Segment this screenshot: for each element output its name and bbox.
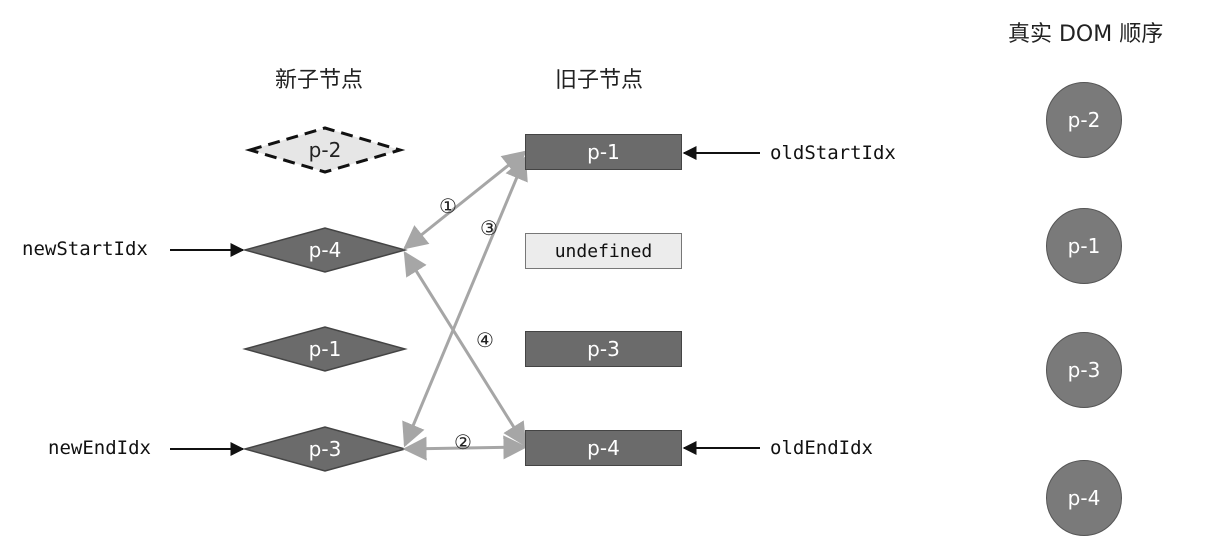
dom-node-p2: p-2 <box>1046 82 1122 158</box>
step-label-1: ① <box>439 194 457 218</box>
heading-new-children: 新子节点 <box>275 68 364 93</box>
old-node-label-p4: p-4 <box>587 436 620 460</box>
old-node-undefined: undefined <box>525 233 682 269</box>
old-node-p1: p-1 <box>525 134 682 170</box>
dom-node-p4: p-4 <box>1046 460 1122 536</box>
pointer-old-end-idx: oldEndIdx <box>770 437 873 459</box>
pointer-new-start-idx: newStartIdx <box>22 238 148 260</box>
new-node-label-p1: p-1 <box>308 337 342 361</box>
new-node-label-p2: p-2 <box>308 138 342 162</box>
step-label-2: ② <box>454 430 472 454</box>
old-node-p4: p-4 <box>525 430 682 466</box>
compare-arrow-4 <box>403 250 527 448</box>
new-node-label-p4: p-4 <box>308 238 342 262</box>
step-label-4: ④ <box>476 328 494 352</box>
heading-real-dom-order: 真实 DOM 顺序 <box>1008 22 1164 47</box>
step-label-3: ③ <box>480 216 498 240</box>
old-node-label-p1: p-1 <box>587 140 620 164</box>
heading-old-children: 旧子节点 <box>555 68 644 93</box>
dom-node-label: p-2 <box>1067 108 1101 132</box>
dom-node-label: p-1 <box>1067 234 1101 258</box>
dom-node-label: p-3 <box>1067 358 1101 382</box>
new-node-label-p3: p-3 <box>308 437 342 461</box>
old-node-label-p3: p-3 <box>587 337 620 361</box>
old-node-label-undefined: undefined <box>554 240 653 262</box>
dom-node-label: p-4 <box>1067 486 1101 510</box>
compare-arrow-2 <box>402 435 528 461</box>
dom-node-p3: p-3 <box>1046 332 1122 408</box>
pointer-new-end-idx: newEndIdx <box>48 437 151 459</box>
new-node-shape-p2 <box>244 126 406 174</box>
old-node-p3: p-3 <box>525 331 682 367</box>
pointer-old-start-idx: oldStartIdx <box>770 142 896 164</box>
dom-node-p1: p-1 <box>1046 208 1122 284</box>
